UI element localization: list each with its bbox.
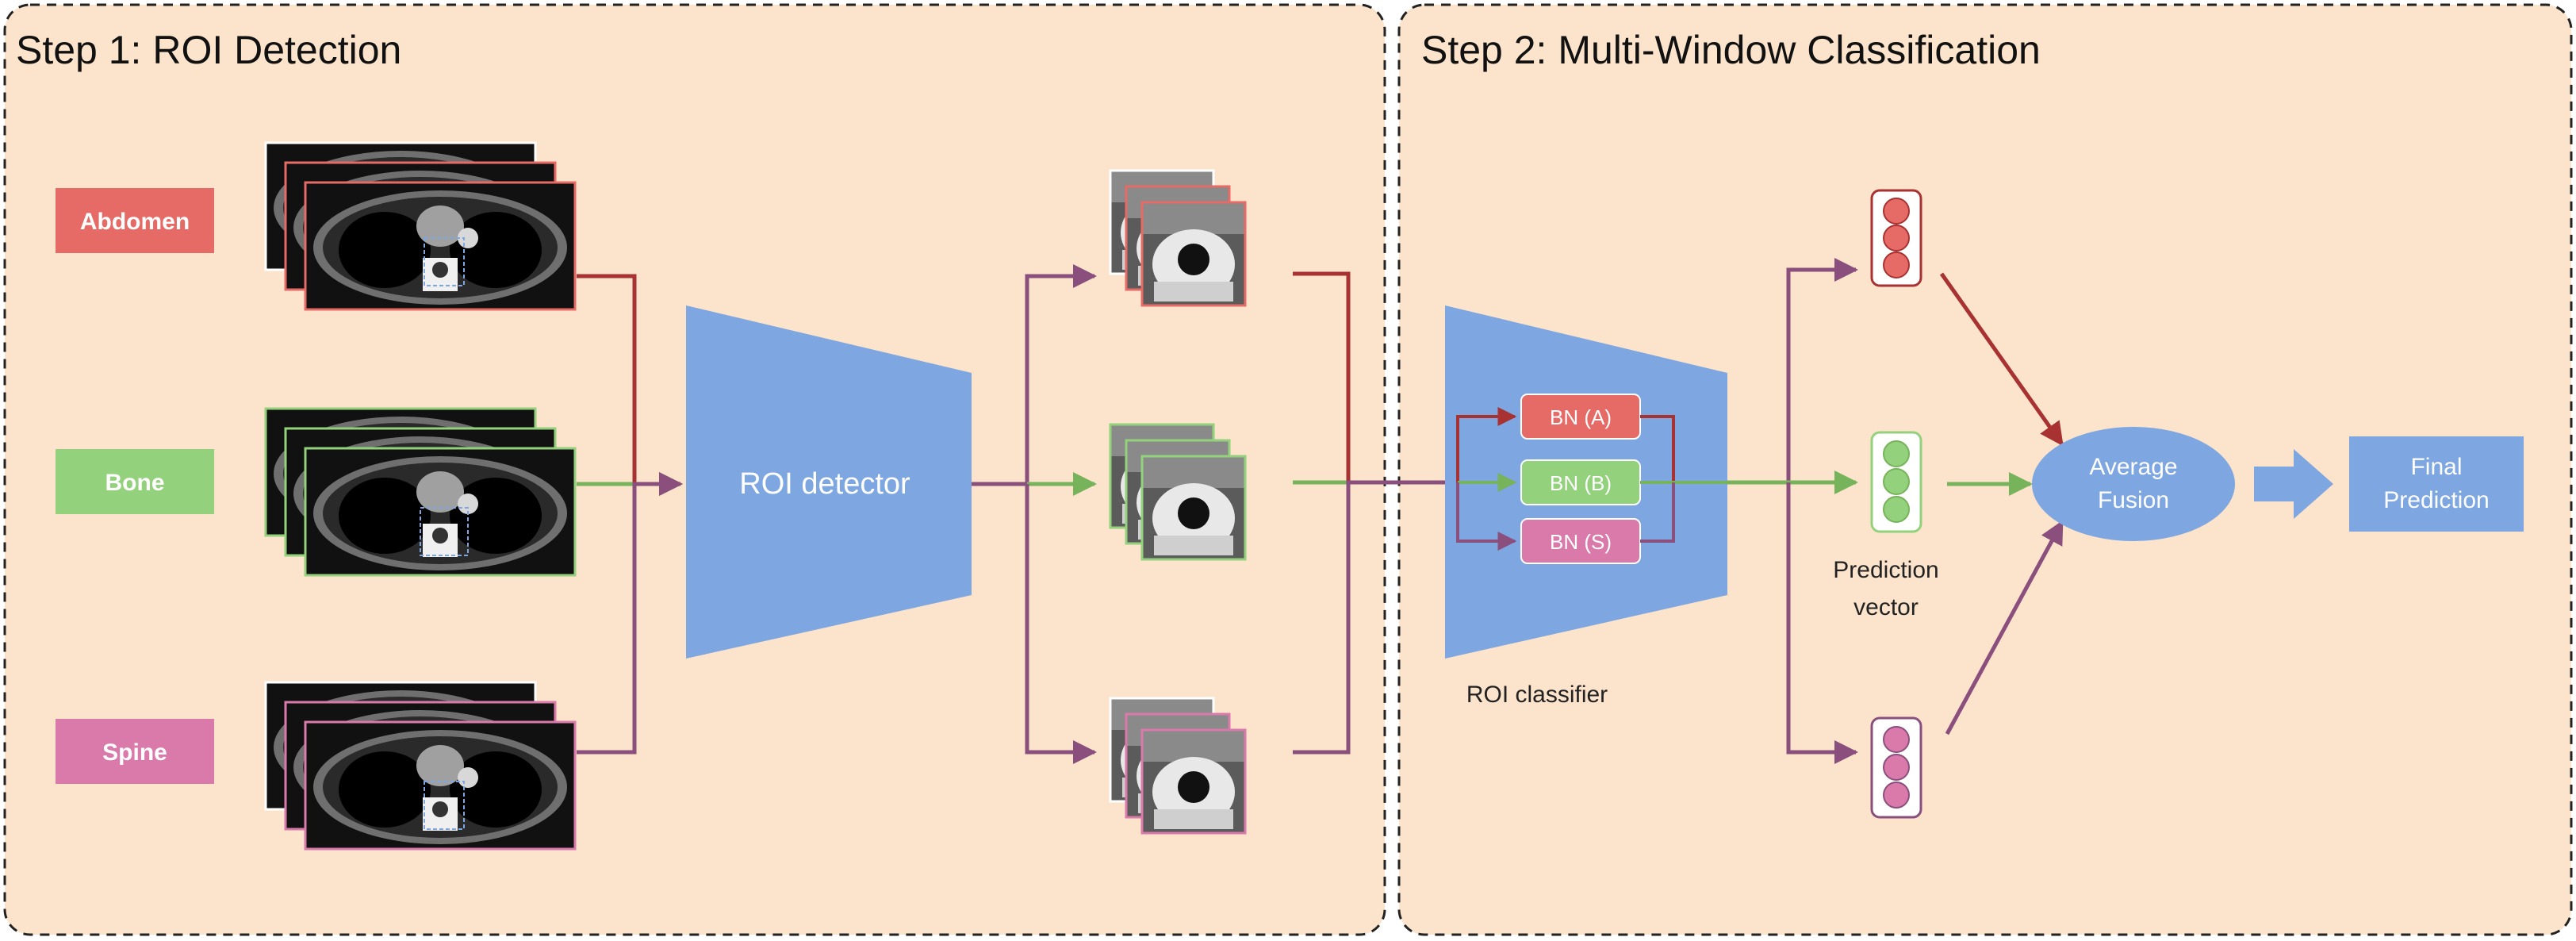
step2-title: Step 2: Multi-Window Classification <box>1421 28 2041 72</box>
window-spine: Spine <box>56 719 214 784</box>
window-spine-label: Spine <box>102 739 167 766</box>
arrow-to-roi-spine <box>1025 484 1097 764</box>
prediction-vector-bone <box>1870 431 1922 533</box>
arrow-spine-to-detector <box>577 472 683 755</box>
prediction-vector-label-line1: Prediction <box>1833 557 1938 583</box>
arrow-to-vector-abdomen <box>1786 258 1858 482</box>
average-fusion-line1: Average <box>2089 454 2177 480</box>
average-fusion: Average Fusion <box>2032 427 2235 541</box>
final-prediction: Final Prediction <box>2349 436 2524 532</box>
bn-b-block: BN (B) <box>1520 459 1641 505</box>
window-abdomen-label: Abdomen <box>80 209 190 235</box>
arrow-to-roi-abdomen <box>1025 264 1097 484</box>
average-fusion-line2: Fusion <box>2098 487 2169 513</box>
prediction-vector-abdomen <box>1870 189 1922 287</box>
arrow-to-bn-a <box>1456 407 1517 482</box>
bn-a-out <box>1640 415 1675 482</box>
prediction-vector-label-line2: vector <box>1853 594 1919 620</box>
window-bone: Bone <box>56 449 214 514</box>
ct-stack-abdomen <box>264 141 577 311</box>
roi-stack-spine <box>1109 697 1247 835</box>
step1-title: Step 1: ROI Detection <box>16 28 401 72</box>
bn-s-label: BN (S) <box>1550 530 1612 554</box>
arrow-to-vector-spine <box>1786 482 1858 764</box>
arrow-roi-spine-to-classifier <box>1293 470 1474 755</box>
bn-a-block: BN (A) <box>1520 394 1641 440</box>
step2-panel <box>1397 3 2573 936</box>
bn-s-block: BN (S) <box>1520 518 1641 564</box>
arrow-vector-spine-to-fusion <box>1945 520 2064 736</box>
roi-stack-bone <box>1109 423 1247 561</box>
bn-a-label: BN (A) <box>1550 405 1612 429</box>
prediction-vector-spine <box>1870 716 1922 819</box>
fusion-to-final-arrow <box>2254 449 2333 519</box>
roi-detector-label: ROI detector <box>739 467 910 501</box>
roi-stack-abdomen <box>1109 169 1247 307</box>
arrow-vector-abdomen-to-fusion <box>1939 272 2064 447</box>
window-abdomen: Abdomen <box>56 188 214 253</box>
bn-s-out <box>1640 482 1675 543</box>
arrow-to-bn-s <box>1456 482 1517 551</box>
window-bone-label: Bone <box>105 470 165 496</box>
bn-b-label: BN (B) <box>1550 471 1612 495</box>
ct-stack-bone <box>264 407 577 577</box>
ct-stack-spine <box>264 681 577 851</box>
final-prediction-line1: Final <box>2410 454 2462 480</box>
final-prediction-line2: Prediction <box>2383 487 2489 513</box>
roi-detector: ROI detector <box>686 305 972 659</box>
roi-classifier-label: ROI classifier <box>1466 682 1608 708</box>
